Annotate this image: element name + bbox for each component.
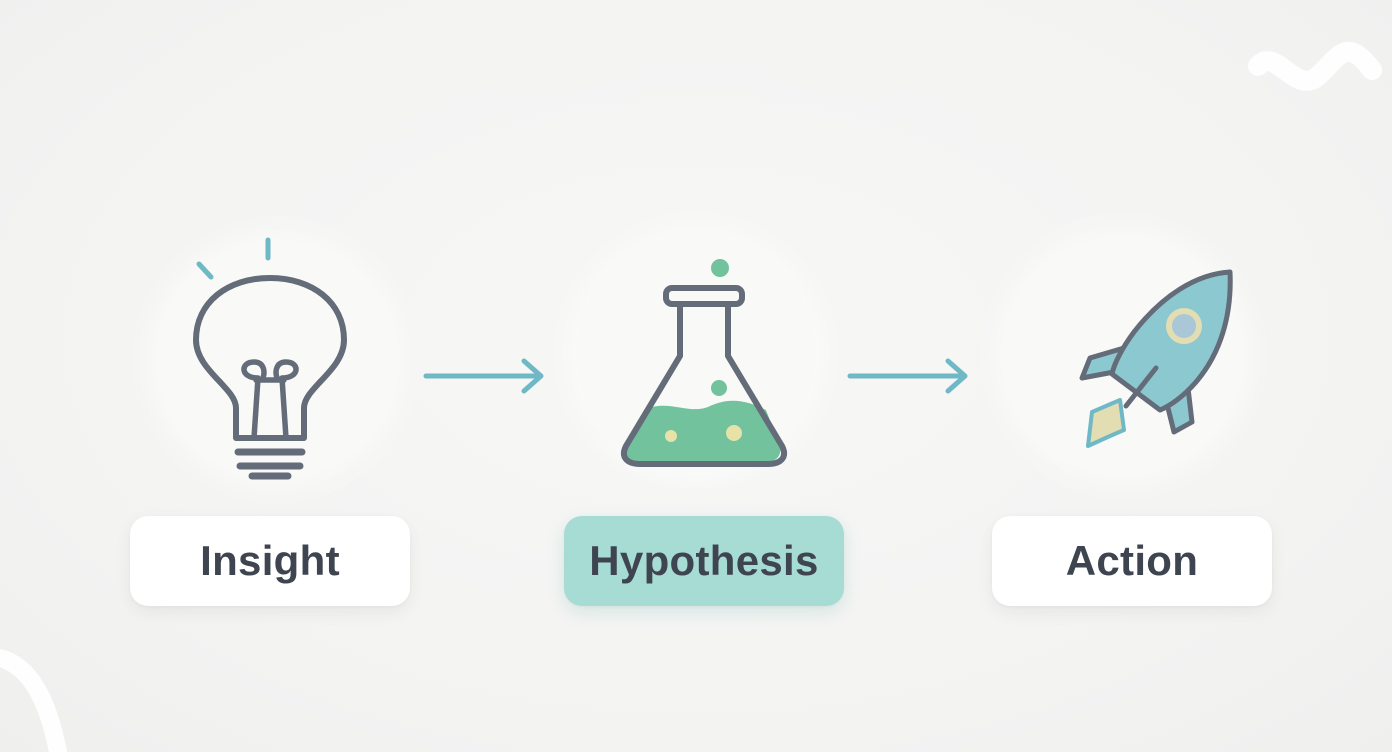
bulb-filament [241,359,299,441]
rocket-body [1109,269,1233,413]
flask-rising-bubble [711,380,727,396]
step-label-action-text: Action [1065,537,1199,584]
flask-icon [620,259,788,467]
rocket-icon [1079,269,1233,448]
decorative-swoosh-bottom-left [0,649,67,752]
lightbulb-icon [193,237,347,480]
step-label-action: Action [992,516,1272,606]
arrow-hypothesis-to-action [847,358,968,394]
flask-bubble-top [711,259,729,277]
flask-lip [663,285,745,307]
step-label-insight: Insight [130,516,410,606]
decorative-swoosh-top-right [1248,41,1382,91]
flask-liquid-bubble-2 [726,425,742,441]
flask-outline [620,301,788,467]
flask-liquid-bubble-1 [665,430,677,442]
rocket-window [1166,308,1202,344]
rocket-stripe [1123,365,1159,409]
light-ray-left [196,261,214,280]
arrow-insight-to-hypothesis [423,358,544,394]
rocket-flame [1086,398,1126,448]
step-label-hypothesis: Hypothesis [564,516,844,606]
flask-liquid [624,400,781,462]
step-label-hypothesis-text: Hypothesis [589,537,819,584]
bulb-glass [193,275,347,441]
step-label-insight-text: Insight [200,537,340,584]
